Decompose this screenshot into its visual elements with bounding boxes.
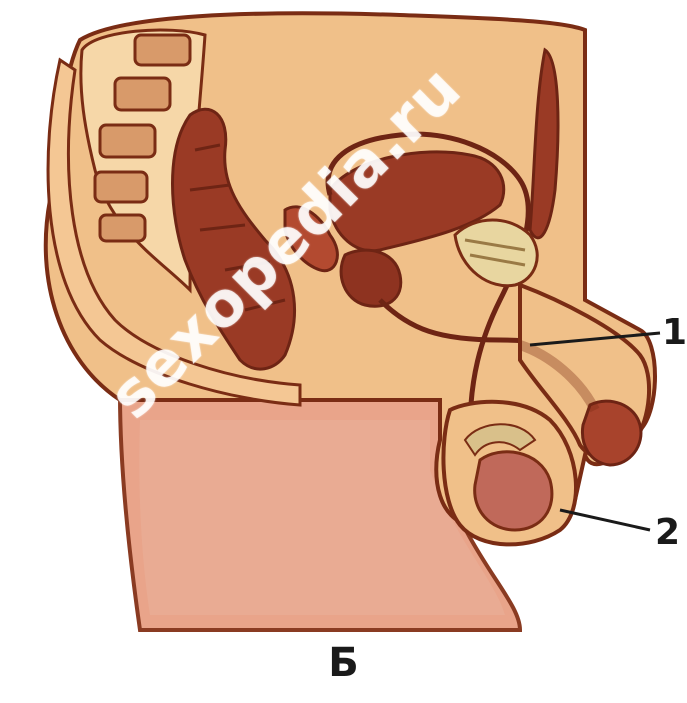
leader-line-2 — [560, 510, 650, 530]
label-2: 2 — [655, 512, 680, 553]
prostate — [341, 250, 401, 306]
figure-caption: Б — [0, 640, 687, 686]
testis — [475, 452, 552, 530]
label-1: 1 — [662, 312, 687, 353]
